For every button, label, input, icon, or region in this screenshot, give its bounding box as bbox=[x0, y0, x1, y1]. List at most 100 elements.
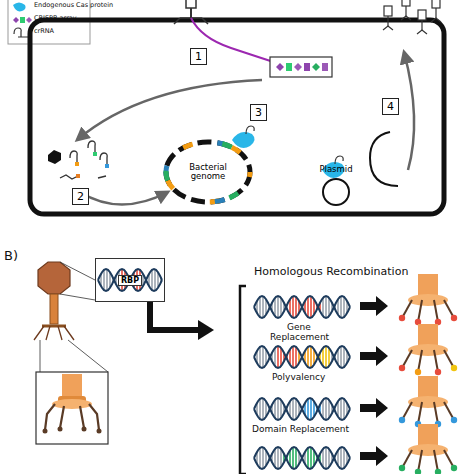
dna-rung bbox=[259, 347, 261, 367]
dna-rung bbox=[325, 447, 327, 469]
fiber-tip bbox=[399, 465, 405, 471]
crispr-array bbox=[270, 57, 332, 77]
flow-arrow-head bbox=[198, 320, 214, 340]
baseplate bbox=[408, 294, 448, 306]
dna-rung bbox=[340, 447, 342, 469]
dna-rung bbox=[295, 347, 297, 367]
dna-rung bbox=[274, 449, 276, 467]
dna-rung bbox=[307, 399, 309, 419]
dna-rung bbox=[274, 348, 276, 366]
dna-rung bbox=[310, 346, 312, 368]
tail-fiber bbox=[418, 350, 422, 372]
fiber-tip bbox=[451, 365, 457, 371]
process-arrow bbox=[77, 80, 262, 140]
fiber-tip bbox=[451, 465, 457, 471]
dna-rung bbox=[292, 296, 294, 318]
result-arrows bbox=[360, 296, 388, 466]
dna-rung bbox=[262, 296, 264, 318]
dna-rung bbox=[262, 346, 264, 368]
process-arrow bbox=[404, 52, 414, 170]
dna-rung bbox=[328, 400, 330, 418]
dna-rung bbox=[280, 348, 282, 366]
dna-rung bbox=[325, 346, 327, 368]
zoom-line bbox=[40, 340, 108, 372]
legend-array-sample bbox=[13, 17, 32, 23]
fiber-tip bbox=[399, 417, 405, 423]
dna-strand bbox=[254, 346, 350, 368]
legend-text: Endogenous Cas protein bbox=[34, 1, 113, 9]
dna-rung bbox=[295, 297, 297, 317]
dna-rung bbox=[274, 298, 276, 316]
dna-rung bbox=[322, 298, 324, 316]
callout-box: 1 bbox=[190, 48, 207, 65]
dna-rung bbox=[340, 346, 342, 368]
injecting-phage bbox=[174, 0, 286, 66]
callout-number: 1 bbox=[195, 50, 202, 63]
dna-rung bbox=[280, 298, 282, 316]
legend-crrna-sample bbox=[14, 28, 28, 37]
dna-rung bbox=[151, 270, 153, 290]
dna-rung bbox=[328, 348, 330, 366]
fiber-tip bbox=[451, 417, 457, 423]
dna-rung bbox=[259, 448, 261, 468]
dna-rung bbox=[310, 447, 312, 469]
dna-rung bbox=[259, 399, 261, 419]
gene-label: RBP bbox=[118, 275, 142, 286]
dna-rung bbox=[292, 447, 294, 469]
cas-protein bbox=[232, 126, 255, 148]
dna-rung bbox=[295, 399, 297, 419]
dna-rung bbox=[340, 398, 342, 420]
dna-rung bbox=[295, 448, 297, 468]
dna-rung bbox=[310, 296, 312, 318]
dna-rung bbox=[340, 296, 342, 318]
callout-number: 2 bbox=[77, 190, 84, 203]
fiber-tip bbox=[435, 469, 441, 474]
dna-strand bbox=[254, 398, 350, 420]
dna-rung bbox=[277, 398, 279, 420]
dna-rung bbox=[328, 449, 330, 467]
dna-rung bbox=[325, 296, 327, 318]
legend-text: CRISPR array bbox=[34, 14, 77, 22]
legend-text: crRNA bbox=[34, 27, 54, 35]
dna-rung bbox=[292, 398, 294, 420]
plasmid-circle: Plasmid bbox=[322, 178, 350, 206]
dna-rung bbox=[280, 449, 282, 467]
dna-rung bbox=[343, 448, 345, 468]
dna-strand bbox=[254, 296, 350, 318]
dna-rung bbox=[262, 447, 264, 469]
dna-strand bbox=[254, 447, 350, 469]
engineered-baseplates bbox=[399, 274, 457, 474]
dna-rung bbox=[307, 448, 309, 468]
dna-rung bbox=[307, 347, 309, 367]
tail-fiber bbox=[434, 300, 438, 322]
tail-fiber bbox=[418, 300, 422, 322]
dna-strand bbox=[98, 269, 162, 291]
section-heading: Homologous Recombination bbox=[254, 265, 408, 278]
baseplate bbox=[408, 396, 448, 408]
panel-label: B) bbox=[4, 248, 18, 263]
dna-rung bbox=[154, 269, 156, 291]
tail-fiber bbox=[434, 402, 438, 424]
callout-box: 4 bbox=[382, 98, 399, 115]
callout-box: 3 bbox=[250, 104, 267, 121]
dna-rung bbox=[103, 270, 105, 290]
dna-rung bbox=[322, 400, 324, 418]
dna-rung bbox=[277, 447, 279, 469]
rbp-box: RBP bbox=[95, 258, 165, 302]
dna-rung bbox=[307, 297, 309, 317]
inset-box bbox=[36, 372, 108, 444]
genome-spacer bbox=[166, 142, 250, 202]
phage-genome-circle bbox=[370, 132, 398, 186]
fiber-tip bbox=[399, 315, 405, 321]
plasmid-label: Plasmid bbox=[319, 164, 352, 174]
crrna-fragments bbox=[48, 141, 109, 179]
callout-box: 2 bbox=[72, 188, 89, 205]
tail-fiber bbox=[434, 450, 438, 472]
dna-rung bbox=[274, 400, 276, 418]
fiber-tip bbox=[415, 469, 421, 474]
dna-rung bbox=[262, 398, 264, 420]
dna-rung bbox=[277, 346, 279, 368]
genome-spacer bbox=[166, 142, 250, 202]
genome-spacer bbox=[166, 142, 250, 202]
